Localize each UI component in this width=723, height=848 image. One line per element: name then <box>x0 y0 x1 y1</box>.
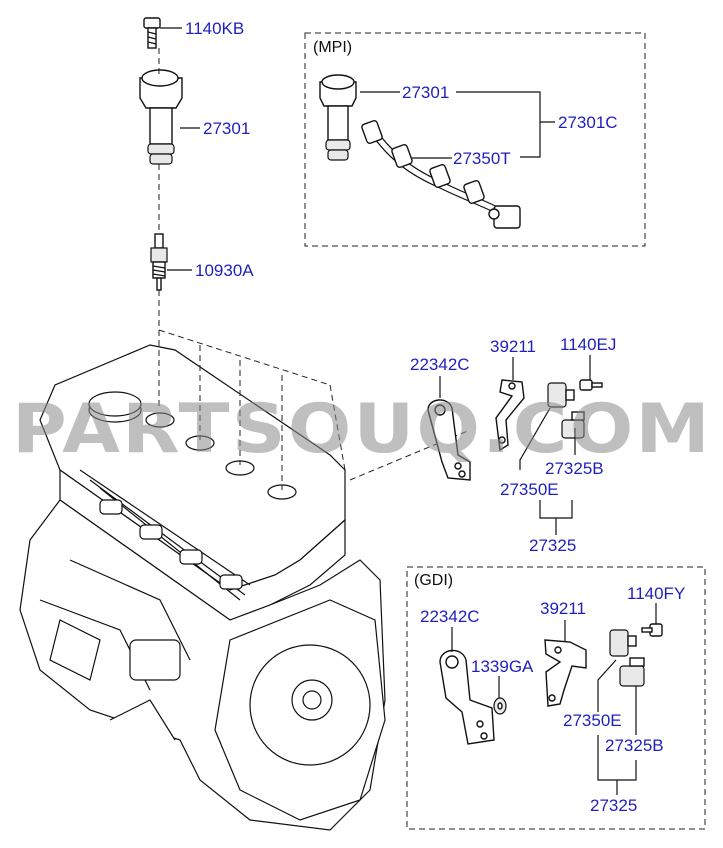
section-title-gdi: (GDI) <box>414 572 453 589</box>
gdi-nut-1339ga-part <box>493 697 507 715</box>
part-label-27325b[interactable]: 27325B <box>545 459 604 478</box>
mpi-section-box <box>304 32 646 247</box>
part-label-gdi-22342c[interactable]: 22342C <box>420 607 480 626</box>
plug-projection-lines <box>158 320 471 490</box>
watermark: PARTSOUQ.COM <box>12 390 712 469</box>
part-label-gdi-27325b[interactable]: 27325B <box>605 736 664 755</box>
part-label-1140kb[interactable]: 1140KB <box>185 19 244 38</box>
leader-right-group <box>439 355 591 535</box>
part-label-27350e[interactable]: 27350E <box>500 480 559 499</box>
gdi-sensor-27350e-part <box>609 629 637 657</box>
part-label-22342c[interactable]: 22342C <box>410 355 470 374</box>
gdi-sensor-27325b-part <box>619 657 645 687</box>
gdi-bracket-39211-part <box>544 639 587 707</box>
part-label-gdi-27350e[interactable]: 27350E <box>563 711 622 730</box>
gdi-bracket-22342c-part <box>439 649 495 745</box>
part-label-10930a[interactable]: 10930A <box>195 261 254 280</box>
engine-block-illustration <box>19 344 386 831</box>
part-label-gdi-39211[interactable]: 39211 <box>540 599 586 618</box>
part-label-gdi-1339ga[interactable]: 1339GA <box>471 657 534 676</box>
spark-plug-part <box>150 233 168 291</box>
section-title-mpi: (MPI) <box>313 39 352 56</box>
part-label-gdi-1140fy[interactable]: 1140FY <box>627 584 685 603</box>
sensor-27325b-part <box>561 411 585 439</box>
bolt-1140kb-part <box>143 17 161 49</box>
mpi-coil-part <box>319 74 357 161</box>
sensor-27350e-part <box>547 382 575 408</box>
part-label-mpi-27301[interactable]: 27301 <box>402 83 449 102</box>
leader-gdi-group <box>451 603 657 795</box>
part-label-39211[interactable]: 39211 <box>490 337 536 356</box>
part-label-1140ej[interactable]: 1140EJ <box>560 335 616 354</box>
gdi-bolt-1140fy-part <box>641 623 663 637</box>
ignition-coil-part <box>139 69 183 165</box>
part-label-27325[interactable]: 27325 <box>529 536 576 555</box>
part-label-mpi-27301c[interactable]: 27301C <box>558 113 618 132</box>
leader-mpi-bracket <box>456 91 555 158</box>
part-label-mpi-27350t[interactable]: 27350T <box>453 149 511 168</box>
mpi-harness-part <box>361 120 521 229</box>
part-label-27301[interactable]: 27301 <box>203 119 250 138</box>
bolt-1140ej-part <box>579 379 603 391</box>
part-label-gdi-27325[interactable]: 27325 <box>590 796 637 815</box>
bracket-22342c-part <box>427 399 471 481</box>
bracket-39211-part <box>495 379 525 452</box>
